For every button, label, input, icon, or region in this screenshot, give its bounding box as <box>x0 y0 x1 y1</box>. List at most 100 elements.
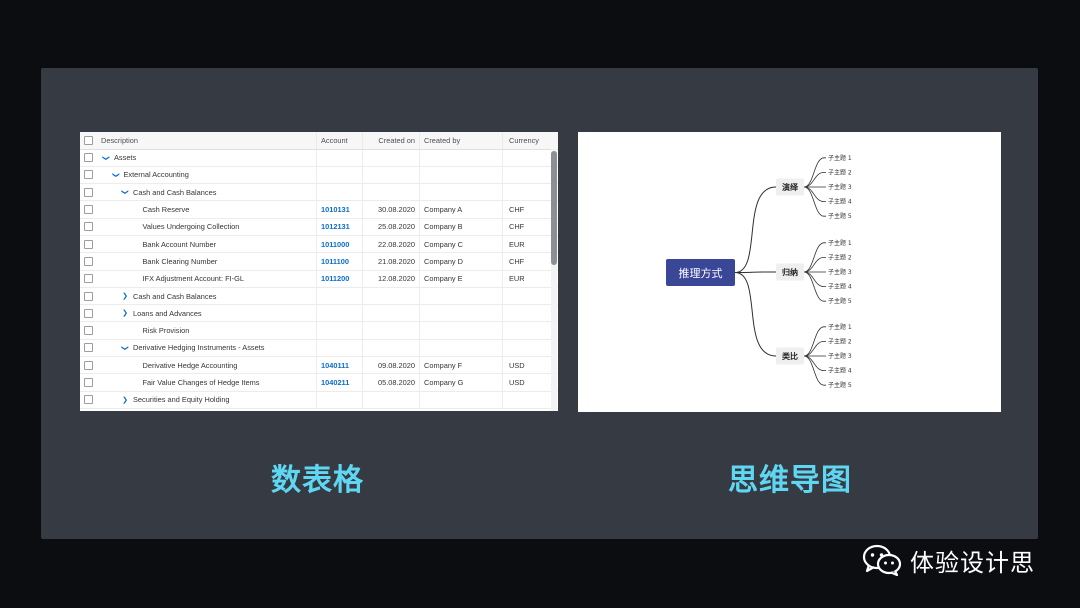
row-checkbox[interactable] <box>84 274 93 284</box>
created-on: 09.08.2020 <box>378 360 415 370</box>
account-link[interactable]: 1012131 <box>321 222 350 232</box>
row-checkbox[interactable] <box>84 187 93 197</box>
child-connector <box>803 157 826 188</box>
subtopic-label[interactable]: 子主题 1 <box>828 239 852 247</box>
created-on: 05.08.2020 <box>378 378 415 387</box>
root-node[interactable] <box>666 259 735 286</box>
child-connector <box>803 271 826 302</box>
account-link[interactable]: 1011000 <box>321 239 350 249</box>
subtopic-label[interactable]: 子主题 5 <box>828 212 852 220</box>
table-body: ❯Assets❯External Accounting❯Cash and Cas… <box>80 149 558 409</box>
subtopic-label[interactable]: 子主题 5 <box>828 297 852 305</box>
subtopic-label[interactable]: 子主题 1 <box>828 154 852 162</box>
subtopic-label[interactable]: 子主题 3 <box>828 268 852 276</box>
caption-table: 数表格 <box>271 463 364 498</box>
table-row[interactable]: ❯Derivative Hedging Instruments - Assets <box>80 339 558 358</box>
chevron-down-icon[interactable]: ❯ <box>121 344 128 351</box>
subtopic-label[interactable]: 子主题 4 <box>828 198 852 206</box>
chevron-right-icon[interactable]: ❯ <box>122 396 128 404</box>
row-description: Cash Reserve <box>142 205 190 215</box>
table-row[interactable]: ❯Cash and Cash Balances <box>80 287 558 306</box>
subtopic-label[interactable]: 子主题 1 <box>828 323 852 331</box>
subtopic-label[interactable]: 子主题 3 <box>828 183 852 191</box>
created-by: Company A <box>424 205 463 215</box>
row-checkbox[interactable] <box>84 291 93 301</box>
row-description: Securities and Equity Holding <box>133 395 230 405</box>
row-checkbox[interactable] <box>84 256 93 266</box>
branch-node[interactable] <box>776 178 804 196</box>
subtopic-label[interactable]: 子主题 2 <box>828 168 852 176</box>
account-link[interactable]: 1040211 <box>321 378 350 387</box>
wechat-icon <box>862 544 902 576</box>
header-description[interactable]: Description <box>101 135 138 145</box>
root-label: 推理方式 <box>679 266 723 280</box>
table-row[interactable]: ❯ Securities and Equity Holding <box>80 391 558 409</box>
tree-table: Description Account Created on Created b… <box>80 132 558 411</box>
chevron-right-icon[interactable]: ❯ <box>122 293 128 301</box>
account-link[interactable]: 1040111 <box>321 360 349 370</box>
currency: CHF <box>509 256 525 266</box>
watermark-text: 体验设计思 <box>910 548 1035 577</box>
table-row[interactable]: ❯Loans and Advances <box>80 305 558 323</box>
scrollbar-thumb[interactable] <box>551 151 557 265</box>
row-checkbox[interactable] <box>84 239 93 249</box>
chevron-right-icon[interactable]: ❯ <box>122 310 128 318</box>
header-created-by[interactable]: Created by <box>419 132 502 149</box>
created-by: Company C <box>424 239 464 249</box>
branch-node[interactable] <box>776 347 804 365</box>
currency: USD <box>509 378 525 387</box>
row-description: Values Undergoing Collection <box>142 222 240 232</box>
watermark: 体验设计思 <box>862 540 1035 580</box>
header-account[interactable]: Account <box>316 132 362 149</box>
created-by: Company G <box>424 378 464 387</box>
row-checkbox[interactable] <box>84 153 93 163</box>
currency: CHF <box>509 222 525 232</box>
branch-connector <box>734 186 777 273</box>
row-checkbox[interactable] <box>84 360 93 370</box>
row-checkbox[interactable] <box>84 343 93 353</box>
table-row[interactable]: ❯External Accounting <box>80 166 558 185</box>
select-all-checkbox[interactable] <box>84 135 93 145</box>
row-checkbox[interactable] <box>84 308 93 318</box>
row-checkbox[interactable] <box>84 378 93 387</box>
vertical-scrollbar[interactable] <box>551 149 557 411</box>
header-currency[interactable]: Currency <box>502 132 551 149</box>
row-checkbox[interactable] <box>84 395 93 405</box>
account-link[interactable]: 1011200 <box>321 274 350 284</box>
chevron-down-icon[interactable]: ❯ <box>111 172 119 178</box>
subtopic-label[interactable]: 子主题 4 <box>828 367 852 375</box>
branch-label: 归纳 <box>782 267 798 277</box>
subtopic-label[interactable]: 子主题 5 <box>828 381 852 389</box>
row-description: Cash and Cash Balances <box>133 187 217 197</box>
created-on: 22.08.2020 <box>378 239 415 249</box>
row-checkbox[interactable] <box>84 205 93 215</box>
account-link[interactable]: 1011100 <box>321 256 349 266</box>
subtopic-label[interactable]: 子主题 2 <box>828 337 852 345</box>
table-row[interactable]: ❯Assets <box>80 149 558 167</box>
header-created-on[interactable]: Created on <box>362 132 419 149</box>
row-checkbox[interactable] <box>84 326 93 336</box>
account-link[interactable]: 1010131 <box>321 205 350 215</box>
row-checkbox[interactable] <box>84 170 93 180</box>
chevron-down-icon[interactable]: ❯ <box>102 154 109 161</box>
currency: USD <box>509 360 525 370</box>
chevron-down-icon[interactable]: ❯ <box>121 189 128 196</box>
table-row[interactable]: ❯ Cash and Cash Balances <box>80 184 558 202</box>
subtopic-label[interactable]: 子主题 4 <box>828 283 852 291</box>
table-row[interactable]: Risk Provision <box>80 322 558 340</box>
branch-node[interactable] <box>776 263 804 281</box>
subtopic-label[interactable]: 子主题 3 <box>828 352 852 360</box>
created-on: 21.08.2020 <box>378 256 415 266</box>
subtopic-label[interactable]: 子主题 2 <box>828 253 852 261</box>
created-by: Company E <box>424 274 463 284</box>
child-connector <box>803 326 826 357</box>
row-checkbox[interactable] <box>84 222 93 232</box>
